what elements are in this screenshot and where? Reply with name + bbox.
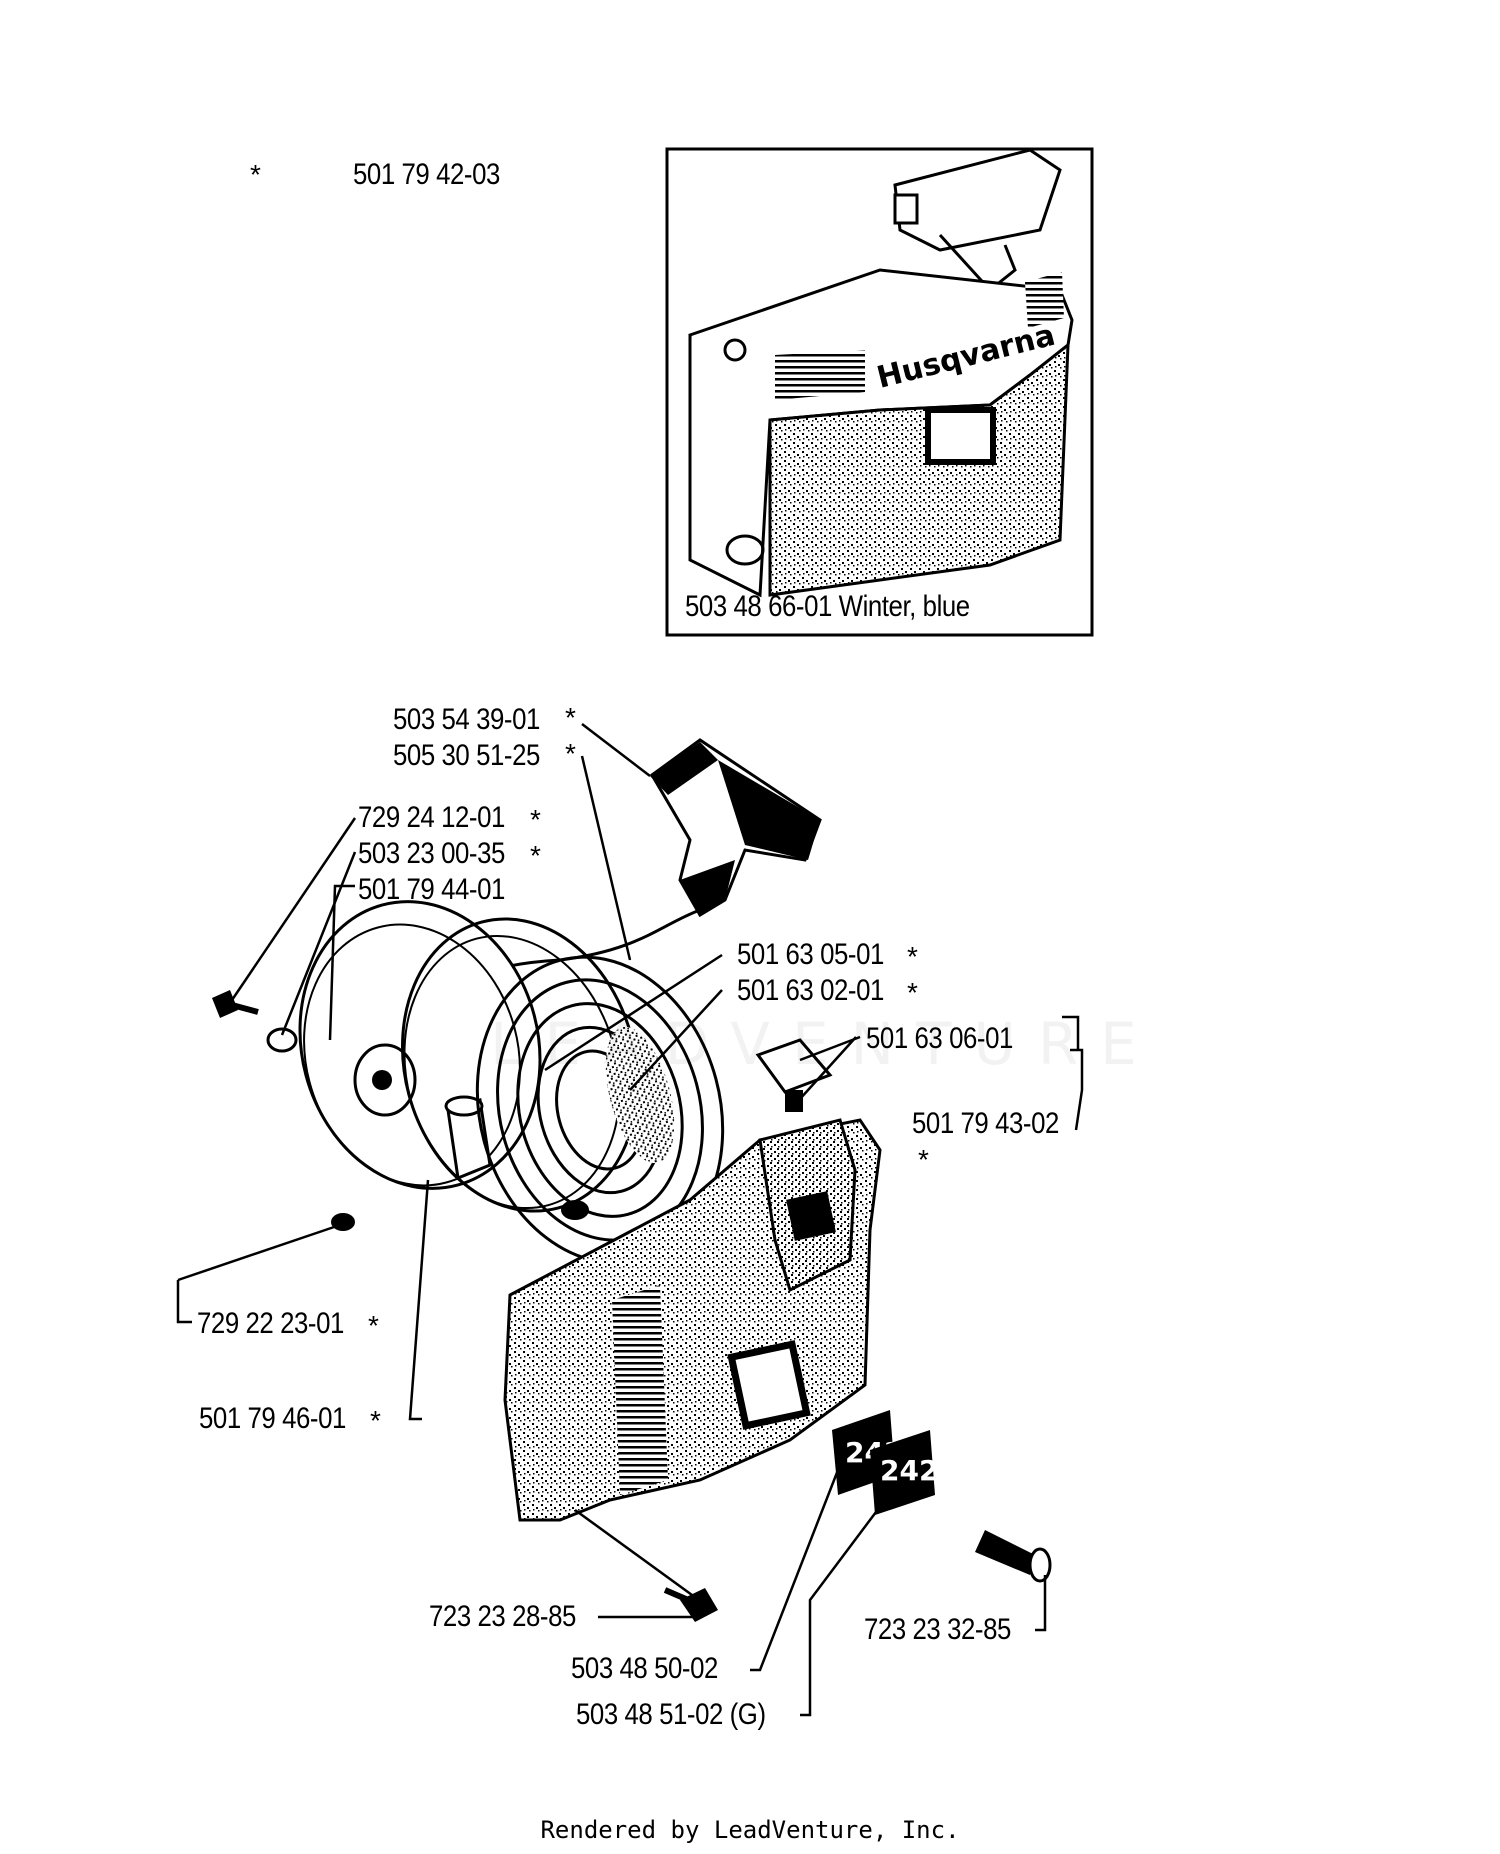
label-pawl: 501 63 06-01 (866, 1022, 1013, 1055)
asterisk-mark: * (370, 1405, 381, 1436)
label-washer: 503 23 00-35 (358, 837, 505, 870)
asterisk-mark: * (907, 977, 918, 1008)
asterisk-mark: * (250, 159, 261, 190)
label-decal-2: 503 48 51-02 (G) (576, 1698, 766, 1731)
label-kit-top: 501 79 42-03 (353, 158, 500, 191)
label-handle-2: 505 30 51-25 (393, 739, 540, 772)
label-bushing: 501 79 46-01 (199, 1402, 346, 1435)
asterisk-mark: * (565, 702, 576, 733)
label-screw-1: 729 24 12-01 (358, 801, 505, 834)
watermark: LEADVENTURE (490, 1010, 1159, 1078)
asterisk-mark: * (530, 804, 541, 835)
label-spring-2: 501 63 02-01 (737, 974, 884, 1007)
decal-model-2: 242 (880, 1454, 938, 1487)
inset-winter-cover: Husqvarna (665, 147, 1094, 637)
asterisk-mark: * (565, 738, 576, 769)
label-screw-2: 729 22 23-01 (197, 1307, 344, 1340)
footer-credit: Rendered by LeadVenture, Inc. (540, 1816, 960, 1844)
asterisk-mark: * (530, 840, 541, 871)
leader-lines (176, 723, 1084, 1717)
label-screw-4: 723 23 32-85 (864, 1613, 1011, 1646)
label-winter-cover: 503 48 66-01 Winter, blue (685, 590, 970, 623)
asterisk-mark: * (907, 941, 918, 972)
recoil-pulley-assembly (212, 900, 725, 1265)
label-starter-kit: 501 79 43-02 (912, 1107, 1059, 1140)
label-spring-1: 501 63 05-01 (737, 938, 884, 971)
asterisk-mark: * (368, 1310, 379, 1341)
asterisk-mark: * (918, 1144, 929, 1175)
label-handle-1: 503 54 39-01 (393, 703, 540, 736)
label-pulley: 501 79 44-01 (358, 873, 505, 906)
label-decal-1: 503 48 50-02 (571, 1652, 718, 1685)
starter-housing: 242 242 (503, 1038, 1052, 1622)
label-screw-3: 723 23 28-85 (429, 1600, 576, 1633)
